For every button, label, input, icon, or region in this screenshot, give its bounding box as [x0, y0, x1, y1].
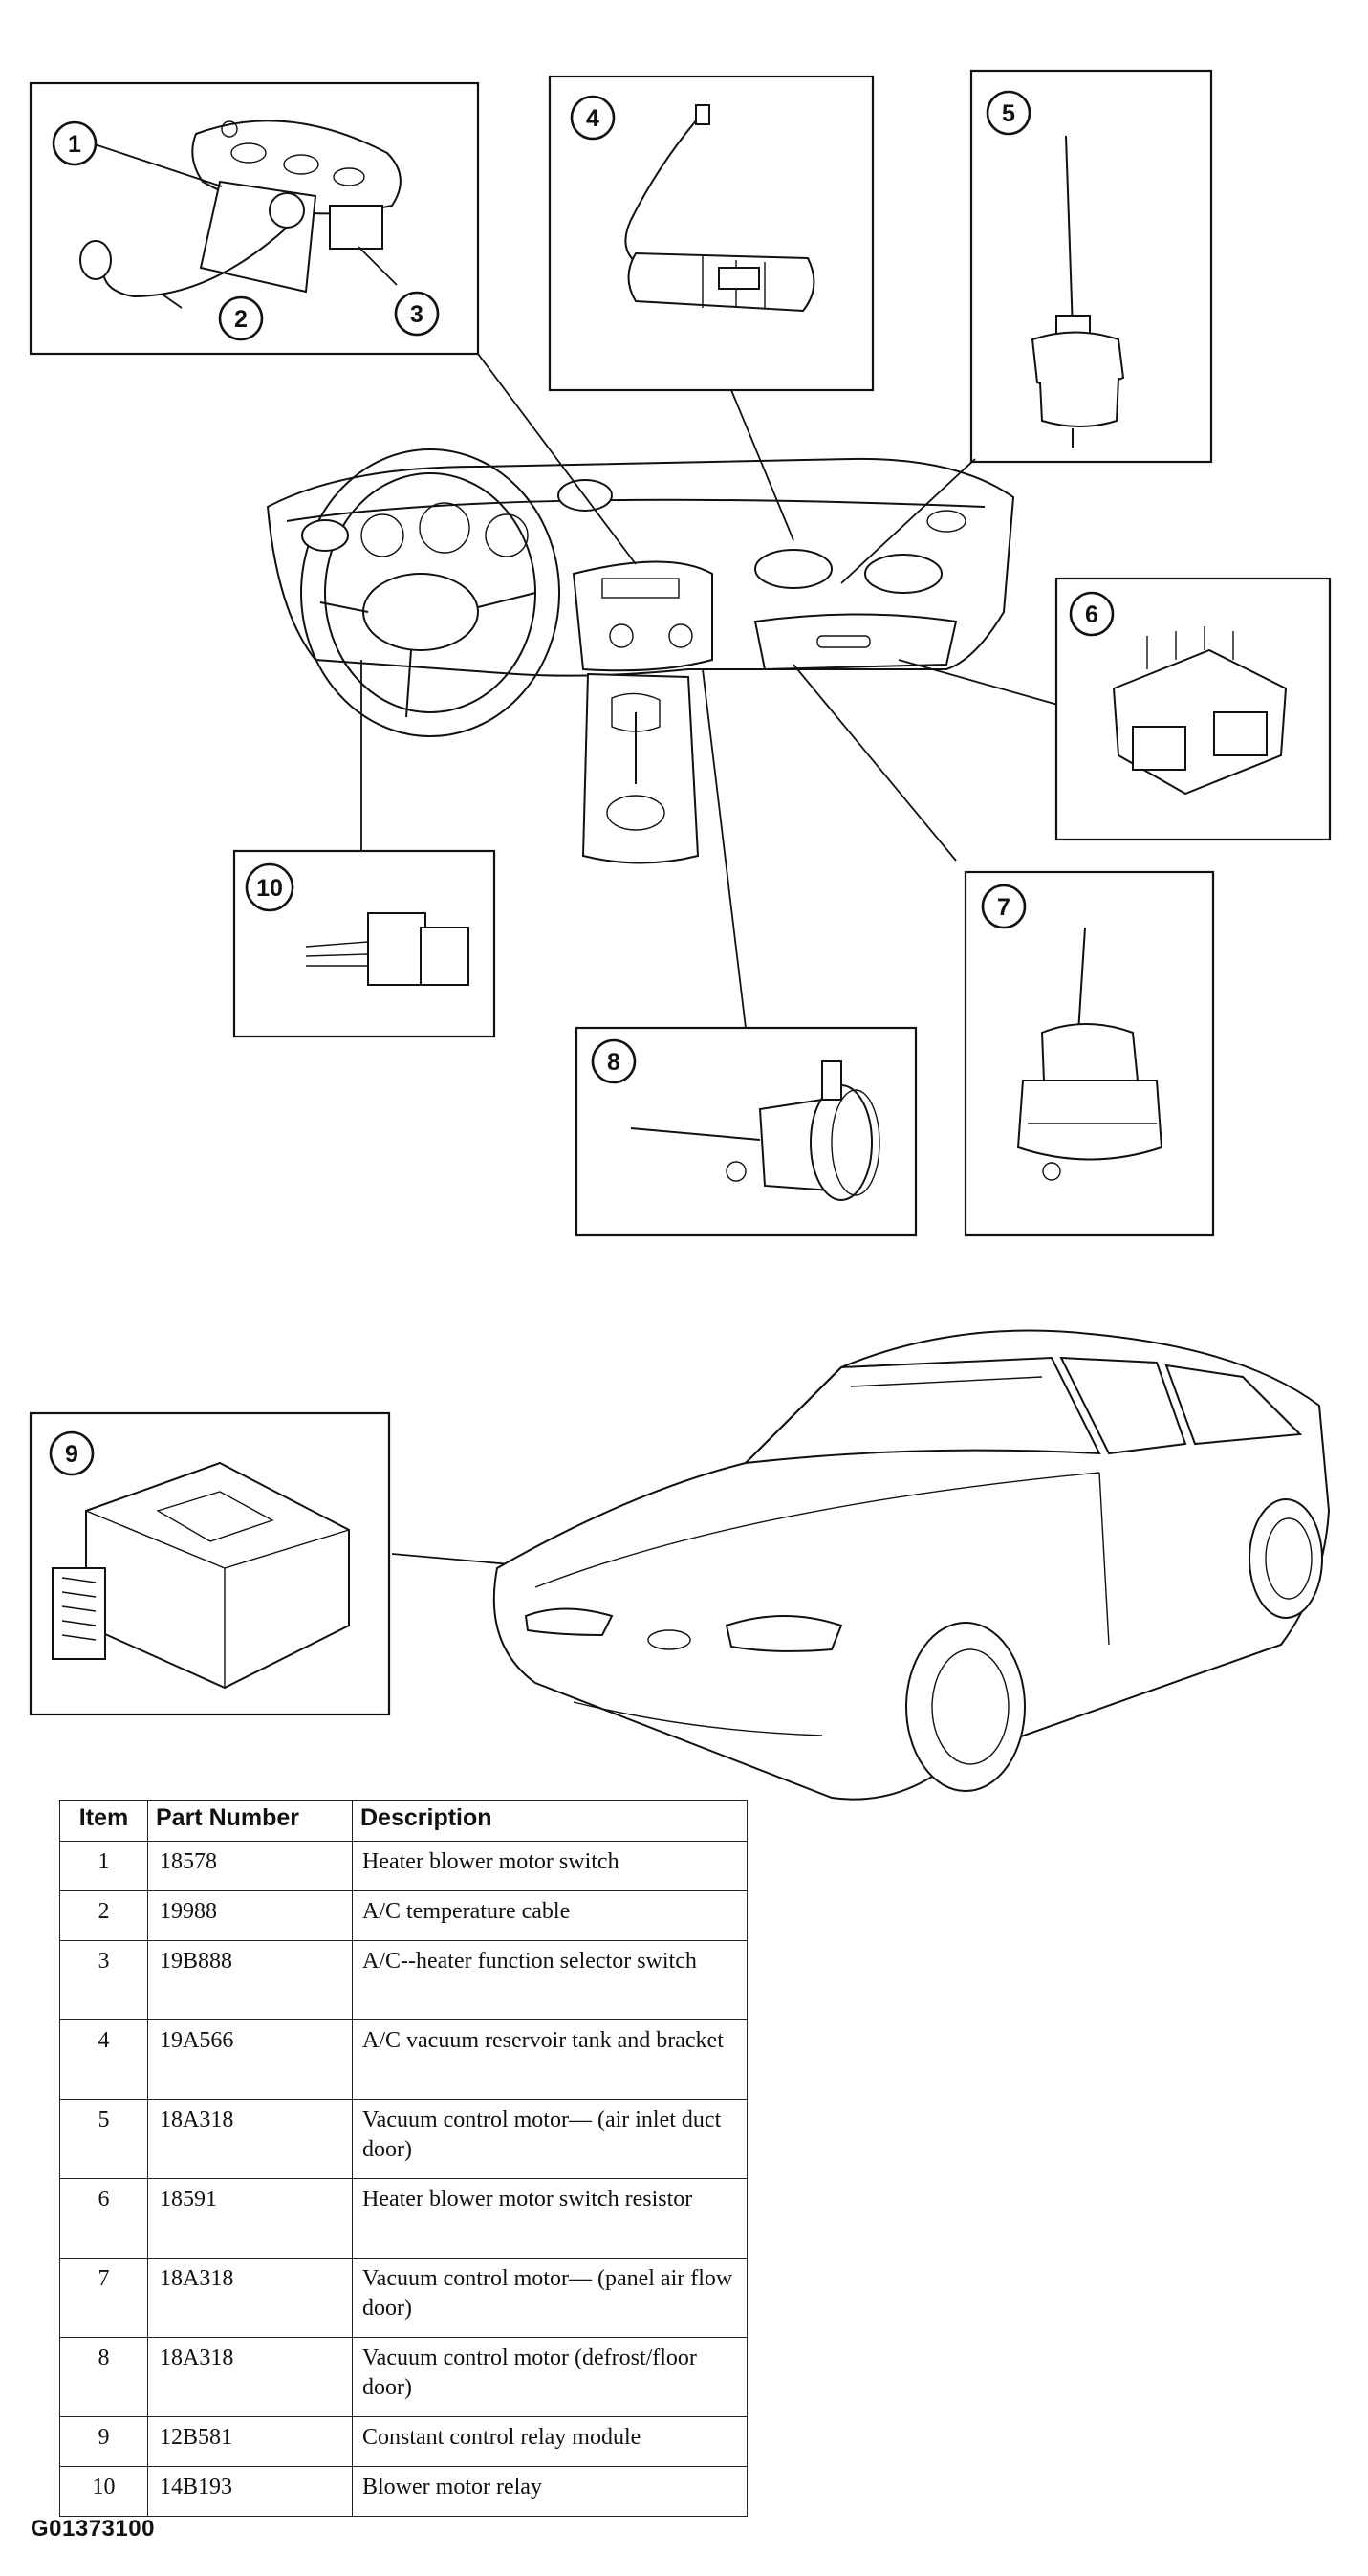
figure-code: G01373100	[31, 2516, 155, 2542]
header-item: Item	[59, 1800, 148, 1842]
callout-4: 4	[570, 95, 616, 141]
description-cell: Blower motor relay	[352, 2466, 748, 2517]
vacuum-motor-air-inlet-panel	[969, 69, 1213, 464]
description-cell: Constant control relay module	[352, 2416, 748, 2467]
svg-text:9: 9	[65, 1441, 78, 1468]
item-cell: 9	[59, 2416, 148, 2467]
callout-9: 9	[49, 1430, 95, 1476]
svg-text:6: 6	[1085, 601, 1098, 628]
part-number-cell: 18A318	[147, 2099, 353, 2179]
description-cell: Vacuum control motor— (air inlet duct do…	[352, 2099, 748, 2179]
header-part-number: Part Number	[147, 1800, 353, 1842]
item-cell: 6	[59, 2178, 148, 2259]
description-cell: Vacuum control motor (defrost/floor door…	[352, 2337, 748, 2417]
table-row: 6 18591 Heater blower motor switch resis…	[59, 2178, 748, 2259]
part-number-cell: 18A318	[147, 2258, 353, 2338]
part-number-cell: 19988	[147, 1890, 353, 1941]
vehicle-illustration	[492, 1329, 1331, 1801]
description-cell: Heater blower motor switch	[352, 1841, 748, 1891]
part-number-cell: 18591	[147, 2178, 353, 2259]
part-number-cell: 19B888	[147, 1940, 353, 2020]
callout-5: 5	[986, 90, 1031, 136]
dashboard-illustration	[266, 448, 1015, 864]
item-cell: 8	[59, 2337, 148, 2417]
callout-2: 2	[218, 295, 264, 341]
table-row: 8 18A318 Vacuum control motor (defrost/f…	[59, 2337, 748, 2417]
table-row: 4 19A566 A/C vacuum reservoir tank and b…	[59, 2019, 748, 2100]
table-row: 1 18578 Heater blower motor switch	[59, 1841, 748, 1891]
part-number-cell: 18A318	[147, 2337, 353, 2417]
control-head-panel	[29, 81, 480, 356]
callout-6: 6	[1069, 591, 1115, 637]
svg-text:10: 10	[256, 875, 283, 902]
callout-3: 3	[394, 291, 440, 337]
item-cell: 3	[59, 1940, 148, 2020]
description-cell: A/C vacuum reservoir tank and bracket	[352, 2019, 748, 2100]
svg-text:5: 5	[1002, 100, 1015, 127]
svg-text:7: 7	[997, 894, 1010, 921]
part-number-cell: 18578	[147, 1841, 353, 1891]
part-number-cell: 12B581	[147, 2416, 353, 2467]
callout-7: 7	[981, 884, 1027, 929]
item-cell: 4	[59, 2019, 148, 2100]
vacuum-motor-panel-air-panel	[964, 870, 1215, 1237]
part-number-cell: 19A566	[147, 2019, 353, 2100]
svg-text:2: 2	[234, 306, 248, 333]
description-cell: A/C--heater function selector switch	[352, 1940, 748, 2020]
table-row: 3 19B888 A/C--heater function selector s…	[59, 1940, 748, 2020]
part-number-cell: 14B193	[147, 2466, 353, 2517]
svg-text:4: 4	[586, 105, 599, 132]
table-row: 5 18A318 Vacuum control motor— (air inle…	[59, 2099, 748, 2179]
item-cell: 10	[59, 2466, 148, 2517]
header-description: Description	[352, 1800, 748, 1842]
svg-text:3: 3	[410, 301, 423, 328]
description-cell: A/C temperature cable	[352, 1890, 748, 1941]
table-row: 2 19988 A/C temperature cable	[59, 1890, 748, 1941]
item-cell: 2	[59, 1890, 148, 1941]
parts-table: Item Part Number Description 1 18578 Hea…	[59, 1800, 748, 2517]
svg-text:8: 8	[607, 1049, 620, 1076]
callout-10: 10	[245, 862, 294, 912]
description-cell: Vacuum control motor— (panel air flow do…	[352, 2258, 748, 2338]
callout-8: 8	[591, 1038, 637, 1084]
item-cell: 1	[59, 1841, 148, 1891]
table-row: 7 18A318 Vacuum control motor— (panel ai…	[59, 2258, 748, 2338]
svg-text:1: 1	[68, 131, 81, 158]
item-cell: 7	[59, 2258, 148, 2338]
item-cell: 5	[59, 2099, 148, 2179]
description-cell: Heater blower motor switch resistor	[352, 2178, 748, 2259]
table-row: 10 14B193 Blower motor relay	[59, 2466, 748, 2517]
table-row: 9 12B581 Constant control relay module	[59, 2416, 748, 2467]
table-header-row: Item Part Number Description	[59, 1800, 748, 1842]
callout-1: 1	[52, 120, 98, 166]
